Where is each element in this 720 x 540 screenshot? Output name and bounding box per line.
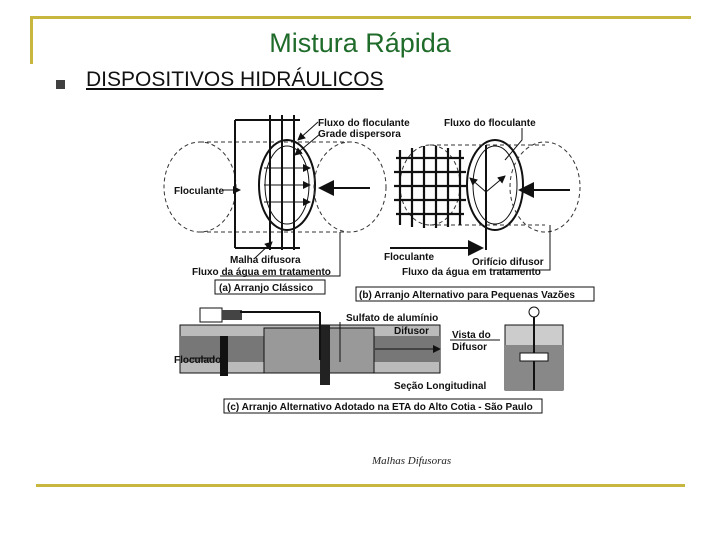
frame-top-border xyxy=(30,16,691,19)
label-orificio-difusor: Orifício difusor xyxy=(472,257,544,268)
frame-left-border xyxy=(30,16,33,64)
label-fluxo-agua-b: Fluxo da água em tratamento xyxy=(402,267,541,278)
caption-a-box xyxy=(214,279,326,295)
caption-b: (b) Arranjo Alternativo para Pequenas Va… xyxy=(359,290,575,301)
label-floculante-a: Floculante xyxy=(174,186,224,197)
label-difusor: Difusor xyxy=(394,326,429,337)
figure-caption-malhas: Malhas Difusoras xyxy=(371,455,451,467)
label-floculante-b: Floculante xyxy=(384,252,434,263)
label-fluxo-floculante-a: Fluxo do floculante xyxy=(318,118,410,129)
bullet-text: DISPOSITIVOS HIDRÁULICOS xyxy=(86,68,384,91)
panel-b-alternative xyxy=(390,128,581,271)
caption-c: (c) Arranjo Alternativo Adotado na ETA d… xyxy=(227,402,533,413)
caption-a: (a) Arranjo Clássico xyxy=(219,283,313,294)
slide-title: Mistura Rápida xyxy=(269,28,451,58)
label-fluxo-agua-a: Fluxo da água em tratamento xyxy=(192,267,331,278)
caption-b-box xyxy=(355,286,595,302)
label-fluxo-floculante-b: Fluxo do floculante xyxy=(444,118,536,129)
caption-c-box xyxy=(223,398,543,414)
panel-c-adopted xyxy=(179,306,564,391)
label-difusor-vista: Difusor xyxy=(452,342,487,353)
label-floculador: Floculador xyxy=(174,355,225,366)
hydraulic-devices-figure: Fluxo do floculante Grade dispersora Flu… xyxy=(163,115,595,467)
label-secao-longitudinal: Seção Longitudinal xyxy=(394,381,486,392)
panel-a-classic xyxy=(163,115,387,277)
label-grade-dispersora: Grade dispersora xyxy=(318,129,401,140)
label-malha-difusora: Malha difusora xyxy=(230,255,301,266)
frame-bottom-border xyxy=(36,484,685,487)
bullet-square-icon xyxy=(56,80,65,89)
label-vista-do: Vista do xyxy=(452,330,491,341)
label-sulfato: Sulfato de alumínio xyxy=(346,313,438,324)
